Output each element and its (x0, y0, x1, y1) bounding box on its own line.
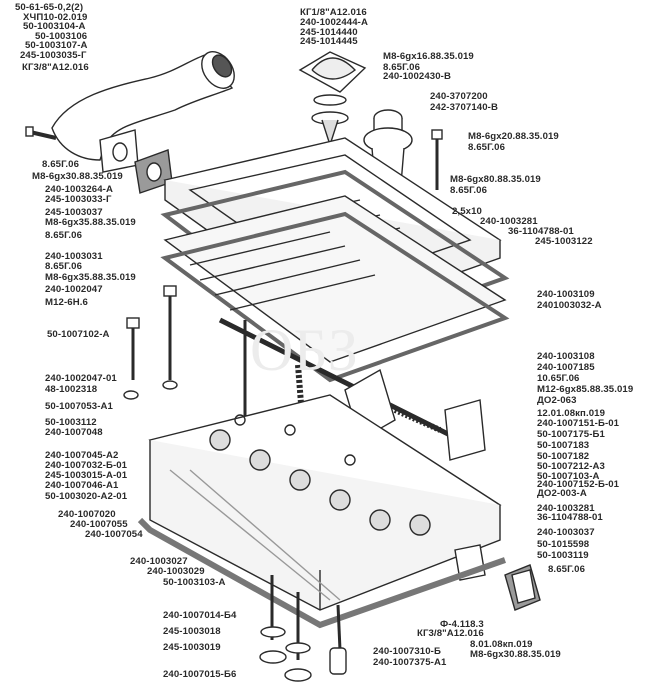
part-number-label: 240-1007046-А1 (45, 480, 119, 491)
part-number-label: 8.65Г.06 (468, 142, 506, 153)
part-number-label: 50-1007183 (537, 440, 590, 451)
part-number-label: 240-1007045-А2 (45, 450, 119, 461)
part-number-label: 245-1003033-Г (45, 194, 112, 205)
part-number-label: 8.65Г.06 (45, 261, 83, 272)
part-number-label: М12-6Н.6 (45, 297, 88, 308)
valve-cover-gaskets (160, 169, 510, 383)
part-number-label: 8.01.08кп.019 (470, 639, 533, 650)
part-number-label: 50-1007212-А3 (537, 461, 605, 472)
part-number-label: 245-1003035-Г (20, 50, 87, 61)
part-number-label: М8-6gх35.88.35.019 (45, 272, 136, 283)
part-number-label: 240-1003281 (480, 216, 538, 227)
part-number-label: 50-1003106 (35, 31, 88, 42)
part-number-label: 240-1002444-А (300, 17, 368, 28)
part-number-label: 245-1003019 (163, 642, 221, 653)
part-number-label: 2401003032-А (537, 300, 602, 311)
head-gasket (137, 517, 506, 629)
part-number-label: 240-1007054 (85, 529, 143, 540)
part-number-label: 240-1003281 (537, 503, 595, 514)
part-number-label: 50-1003112 (45, 417, 97, 428)
part-number-label: 50-1007102-А (47, 329, 110, 340)
part-number-label: 240-1003108 (537, 351, 595, 362)
part-number-label: 50-1003104-А (23, 21, 86, 32)
part-number-label: 240-1007015-Б6 (163, 669, 237, 680)
part-number-label: М8-6gх80.88.35.019 (450, 174, 541, 185)
part-number-label: 240-1002047-01 (45, 373, 117, 384)
part-number-label: 240-1003264-А (45, 184, 113, 195)
part-number-label: 50-1003103-А (163, 577, 226, 588)
part-number-label: 240-1007014-Б4 (163, 610, 237, 621)
part-number-label: 245-1014445 (300, 36, 358, 47)
part-number-label: 242-3707140-В (430, 102, 498, 113)
valves (259, 575, 347, 682)
part-number-label: Ф-4.118.3 (440, 619, 484, 630)
part-number-label: 240-1007151-Б-01 (537, 418, 620, 429)
part-number-label: М8-6gх30.88.35.019 (470, 649, 561, 660)
part-number-label: 240-1002430-В (383, 71, 451, 82)
part-number-label: 50-61-65-0,2(2) (15, 2, 84, 13)
part-number-label: 245-1003018 (163, 626, 221, 637)
part-number-label: 240-1007020 (58, 509, 116, 520)
intake-pipe (51, 51, 235, 173)
part-number-label: 50-1003107-А (25, 40, 88, 51)
side-cover (504, 564, 541, 611)
watermark: ОБЗ (250, 317, 358, 383)
part-number-label: 50-1007182 (537, 451, 590, 462)
part-number-label: 8.65Г.06 (450, 185, 488, 196)
bolt (25, 126, 57, 140)
part-number-label: М8-6gх30.88.35.019 (32, 171, 123, 182)
part-number-label: 50-1007103-А (537, 471, 600, 482)
part-number-label: КГ3/8"А12.016 (22, 62, 89, 73)
part-number-label: 50-1015598 (537, 539, 590, 550)
part-number-label: 240-1007310-Б (373, 646, 441, 657)
part-number-label: 240-1007375-А1 (373, 657, 447, 668)
part-number-label: М8-6gх20.88.35.019 (468, 131, 559, 142)
part-number-label: 8.65Г.06 (42, 159, 80, 170)
part-number-label: ДО2-003-А (537, 488, 587, 499)
part-number-label: 240-1003037 (537, 527, 595, 538)
part-number-label: 10.65Г.06 (537, 373, 580, 384)
part-number-label: 240-1002047 (45, 284, 103, 295)
part-number-label: 50-1003020-А2-01 (45, 491, 128, 502)
part-number-label: ДО2-063 (537, 395, 577, 406)
part-number-label: 50-1007175-Б1 (537, 429, 605, 440)
part-number-label: 240-1003027 (130, 556, 188, 567)
part-number-label: 50-1003119 (537, 550, 589, 561)
part-number-label: 240-1007048 (45, 427, 103, 438)
part-number-label: 12.01.08кп.019 (537, 408, 606, 419)
part-number-label: 245-1003122 (535, 236, 593, 247)
part-number-label: 245-1014440 (300, 27, 358, 38)
part-number-label: 50-1007053-А1 (45, 401, 113, 412)
part-number-label: М8-6gх16.88.35.019 (383, 51, 474, 62)
part-number-label: 240-1007032-Б-01 (45, 460, 128, 471)
part-number-label: 240-1007055 (70, 519, 128, 530)
cover-bolt (431, 129, 443, 190)
part-number-label: 245-1003015-А-01 (45, 470, 128, 481)
part-number-label: 240-1007185 (537, 362, 595, 373)
part-number-label: КГ1/8"А12.016 (300, 7, 367, 18)
part-number-label: М12-6gх85.88.35.019 (537, 384, 634, 395)
part-number-label: 245-1003037 (45, 207, 103, 218)
part-number-label: 240-1007152-Б-01 (537, 479, 620, 490)
part-number-label: КГ3/8"А12.016 (417, 628, 484, 639)
part-number-label: М8-6gх35.88.35.019 (45, 217, 136, 228)
part-number-label: 240-1003109 (537, 289, 595, 300)
part-number-label: 240-1003029 (147, 566, 205, 577)
part-number-label: 36-1104788-01 (537, 512, 603, 523)
part-number-label: 8.65Г.06 (45, 230, 83, 241)
part-number-label: 240-3707200 (430, 91, 488, 102)
part-number-label: 36-1104788-01 (508, 226, 574, 237)
part-number-label: 8.65Г.06 (548, 564, 586, 575)
intake-gasket (134, 149, 173, 194)
part-number-label: 48-1002318 (45, 384, 98, 395)
part-number-label: 2,5х10 (452, 206, 482, 217)
part-number-label: 8.65Г.06 (383, 62, 421, 73)
part-number-label: ХЧП10-02.019 (23, 12, 88, 23)
part-number-label: 240-1003031 (45, 251, 103, 262)
